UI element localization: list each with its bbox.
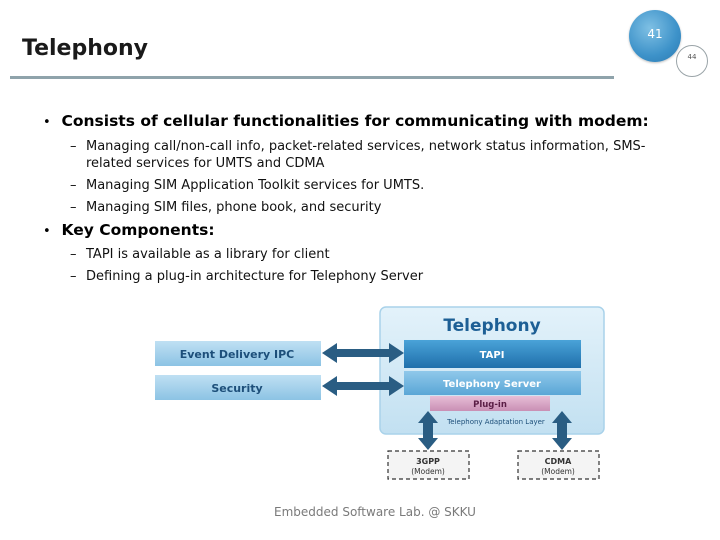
security-arrow-icon [322,376,404,396]
cdma-modem-box [517,450,600,480]
event-delivery-ipc-label: Event Delivery IPC [180,348,294,361]
3gpp-modem-box [387,450,470,480]
sub-item: –Managing SIM Application Toolkit servic… [70,178,425,193]
plugin-label: Plug-in [473,400,507,410]
3gpp-modem-name: 3GPP [416,457,440,466]
slide-title: Telephony [22,36,148,61]
telephony-server-layer [404,371,581,395]
cdma-modem-name: CDMA [545,457,572,466]
dash-icon: – [70,178,77,193]
ipc-arrow-icon [322,343,404,363]
side-number-badge [676,45,708,77]
bullet-dot-icon: • [43,224,51,239]
sub-item: –Defining a plug-in architecture for Tel… [70,269,424,284]
3gpp-modem-sub: (Modem) [411,467,445,476]
cdma-arrow-icon [552,411,572,450]
sub-item: –TAPI is available as a library for clie… [70,247,330,262]
page-number-badge [629,10,681,62]
panel-title: Telephony [443,316,540,336]
side-number: 44 [687,53,697,61]
3gpp-arrow-icon [418,411,438,450]
tapi-layer [404,340,581,368]
bullet-dot-icon: • [43,115,51,130]
page-number: 41 [647,27,663,41]
title-divider [10,76,614,79]
sub-item: –Managing call/non-call info, packet-rel… [70,139,646,154]
dash-icon: – [70,200,77,215]
security-label: Security [211,382,262,395]
sub-item-continued: related services for UMTS and CDMA [86,156,325,171]
tapi-label: TAPI [480,350,505,361]
cdma-modem-sub: (Modem) [541,467,575,476]
event-delivery-ipc-box [155,341,321,366]
adaptation-layer-label: Telephony Adaptation Layer [446,418,545,426]
sub-item: –Managing SIM files, phone book, and sec… [70,200,382,215]
bullet-1: • Consists of cellular functionalities f… [43,112,649,130]
telephony-server-label: Telephony Server [443,379,541,390]
dash-icon: – [70,247,77,262]
plugin-layer [430,396,550,411]
bullet-2: • Key Components: [43,221,215,239]
dash-icon: – [70,139,77,154]
footer: Embedded Software Lab. @ SKKU [274,505,476,519]
bullet-1-text: Consists of cellular functionalities for… [61,112,649,130]
dash-icon: – [70,269,77,284]
bullet-2-text: Key Components: [61,221,215,239]
security-box [155,375,321,400]
